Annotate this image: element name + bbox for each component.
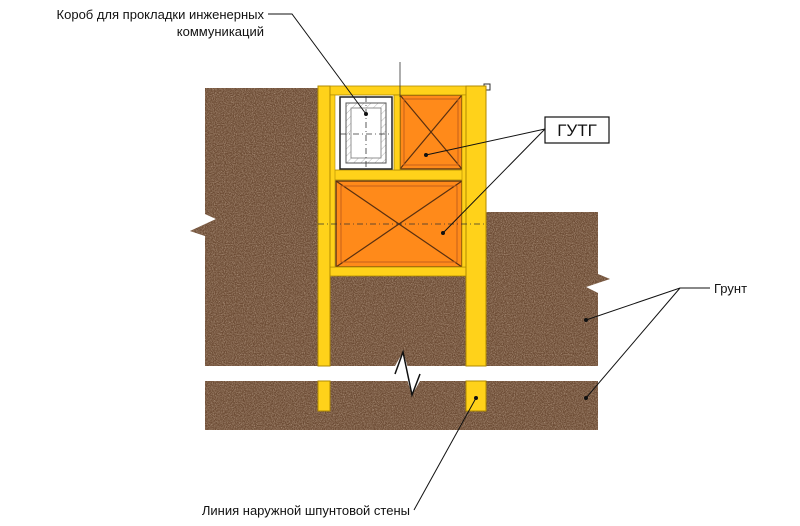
sheet-pile-walls — [317, 85, 487, 412]
label-duct-line1: Короб для прокладки инженерных — [57, 7, 265, 22]
soil-mass — [190, 88, 610, 430]
axis-lines — [318, 62, 486, 225]
leader-lines — [268, 13, 710, 511]
sheet-pile-left — [317, 85, 331, 367]
label-duct-line2: коммуникаций — [177, 24, 264, 39]
label-gutg-box: ГУТГ — [544, 116, 610, 144]
break-gap — [205, 352, 598, 395]
sheet-pile-right — [465, 85, 487, 367]
leader-dots — [364, 112, 588, 400]
break-line — [394, 349, 421, 398]
utility-duct — [339, 96, 393, 170]
label-gutg: ГУТГ — [557, 121, 597, 140]
label-sheet-wall: Линия наружной шпунтовой стены — [202, 503, 410, 518]
label-soil: Грунт — [714, 281, 747, 296]
